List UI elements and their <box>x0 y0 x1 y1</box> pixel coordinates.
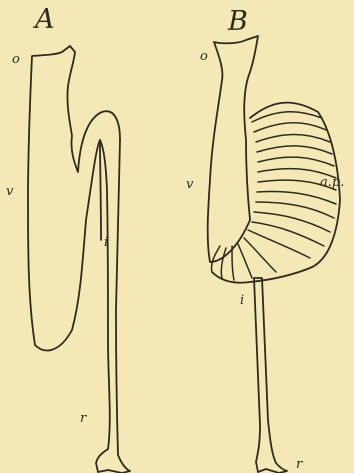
panel-b-intestine-outline <box>254 278 287 473</box>
panel-b-stomach-outline <box>208 36 258 262</box>
panel-b-label-ap: a.p. <box>320 176 344 189</box>
panel-a-label-o: o <box>12 53 20 66</box>
panel-b-appendage-mass-outline <box>212 103 340 283</box>
panel-a-label-v: v <box>6 185 13 198</box>
panel-a-gut-outline <box>28 46 130 473</box>
panel-a-letter: A <box>35 6 55 33</box>
panel-a-label-r: r <box>80 412 86 425</box>
panel-b-label-i: i <box>240 294 244 307</box>
panel-b-label-v: v <box>186 178 193 191</box>
panel-a-label-i: i <box>104 236 108 249</box>
panel-b-drawing <box>208 36 340 473</box>
panel-b-letter: B <box>228 8 248 35</box>
panel-a-drawing <box>28 46 130 473</box>
panel-b-pyloric-appendages <box>211 112 336 280</box>
panel-a-intestine-inner-line <box>100 140 101 240</box>
panel-b-label-o: o <box>200 50 208 63</box>
panel-b-label-r: r <box>296 458 302 471</box>
